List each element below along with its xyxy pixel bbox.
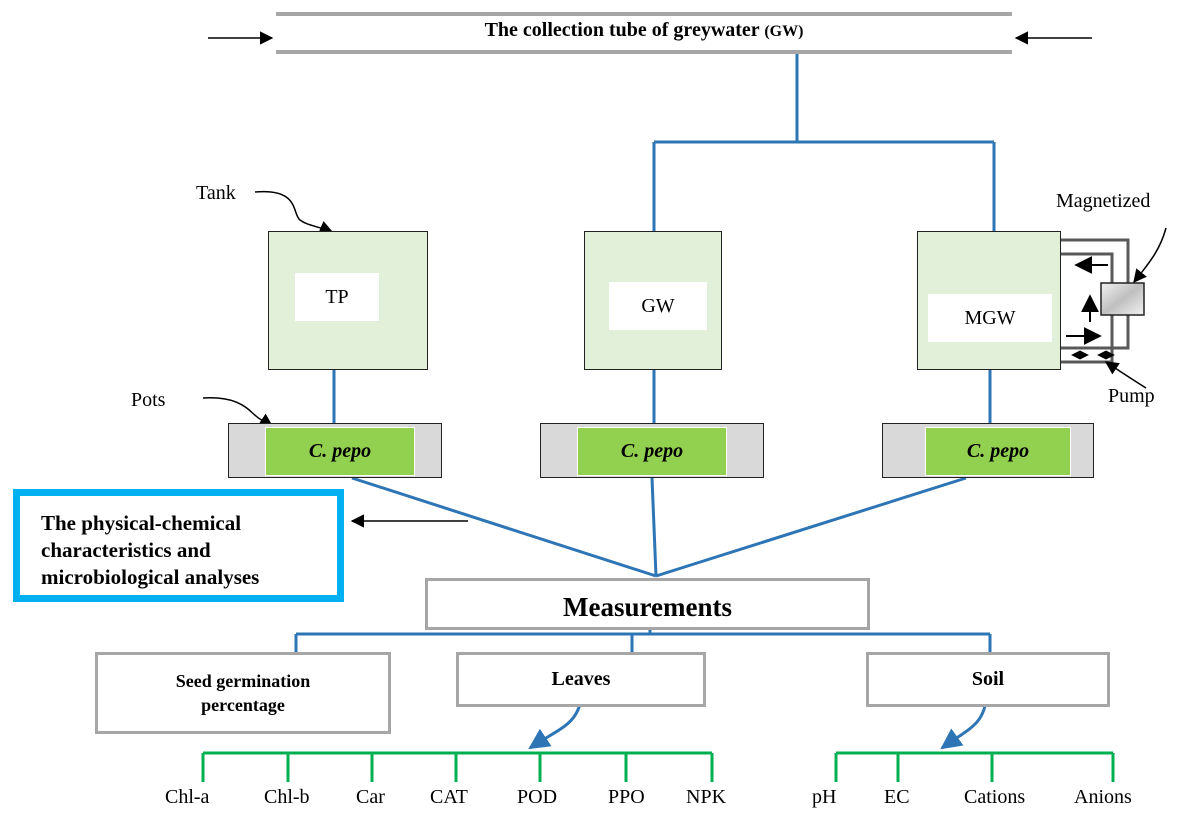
soil-param-anions: Anions <box>1074 786 1132 808</box>
analyses-line-1: The physical-chemical <box>41 511 242 535</box>
pump-pointer-arrow <box>1104 361 1147 389</box>
measurements-box: Measurements <box>425 578 870 630</box>
magnetizer-device <box>1100 282 1145 316</box>
magnetized-pointer-arrow <box>1133 227 1167 284</box>
tank-pointer-arrow <box>254 190 334 234</box>
soil-param-ph: pH <box>812 786 837 808</box>
collection-tube-abbr: (GW) <box>764 23 804 40</box>
analyses-box: The physical-chemical characteristics an… <box>13 489 344 602</box>
analyses-line-2: characteristics and <box>41 538 211 562</box>
leaf-param-car: Car <box>356 786 385 808</box>
soil-param-ec: EC <box>884 786 910 808</box>
analyses-line-3: microbiological analyses <box>41 565 260 589</box>
leaf-param-chl-a: Chl-a <box>165 786 210 808</box>
plant-label-3: C. pepo <box>925 427 1071 476</box>
distribution-lines <box>294 54 996 652</box>
soil-params-bracket <box>834 751 1115 782</box>
analyses-text: The physical-chemical characteristics an… <box>41 510 259 591</box>
pots-label: Pots <box>131 389 166 411</box>
tank-label-gw: GW <box>609 282 707 330</box>
tank-gw: GW <box>584 231 722 370</box>
leaves-label: Leaves <box>551 668 611 690</box>
seed-germination-line-2: percentage <box>201 695 285 715</box>
leaf-params-bracket <box>201 751 714 782</box>
tank-mgw: MGW <box>917 231 1061 370</box>
pot-1: C. pepo <box>228 423 442 478</box>
tank-tp: TP <box>268 231 428 370</box>
plant-label-1: C. pepo <box>265 427 415 476</box>
pot-3: C. pepo <box>882 423 1094 478</box>
leaf-param-ppo: PPO <box>608 786 645 808</box>
leaf-param-pod: POD <box>517 786 558 808</box>
soil-param-cations: Cations <box>964 786 1026 808</box>
measurements-label: Measurements <box>563 592 732 622</box>
collection-tube-label: The collection tube of greywater (GW) <box>276 19 1012 42</box>
pump-label: Pump <box>1108 385 1155 407</box>
tank-label: Tank <box>196 182 236 204</box>
leaf-param-npk: NPK <box>686 786 727 808</box>
collection-tube <box>276 12 1012 54</box>
magnetizer-loop <box>1061 238 1130 364</box>
tank-label-mgw: MGW <box>928 294 1052 342</box>
leaves-box: Leaves <box>456 652 706 707</box>
magnetized-label: Magnetized <box>1056 190 1151 212</box>
leaf-param-chl-b: Chl-b <box>264 786 310 808</box>
seed-germination-box: Seed germination percentage <box>95 652 391 734</box>
pots-pointer-arrow <box>202 397 274 427</box>
collection-tube-title: The collection tube of greywater <box>484 19 760 41</box>
plant-label-2: C. pepo <box>577 427 727 476</box>
pot-2: C. pepo <box>540 423 764 478</box>
leaf-param-cat: CAT <box>430 786 468 808</box>
soil-box: Soil <box>866 652 1110 707</box>
tank-label-tp: TP <box>295 273 379 321</box>
soil-label: Soil <box>971 668 1005 690</box>
seed-germination-line-1: Seed germination <box>175 671 311 691</box>
